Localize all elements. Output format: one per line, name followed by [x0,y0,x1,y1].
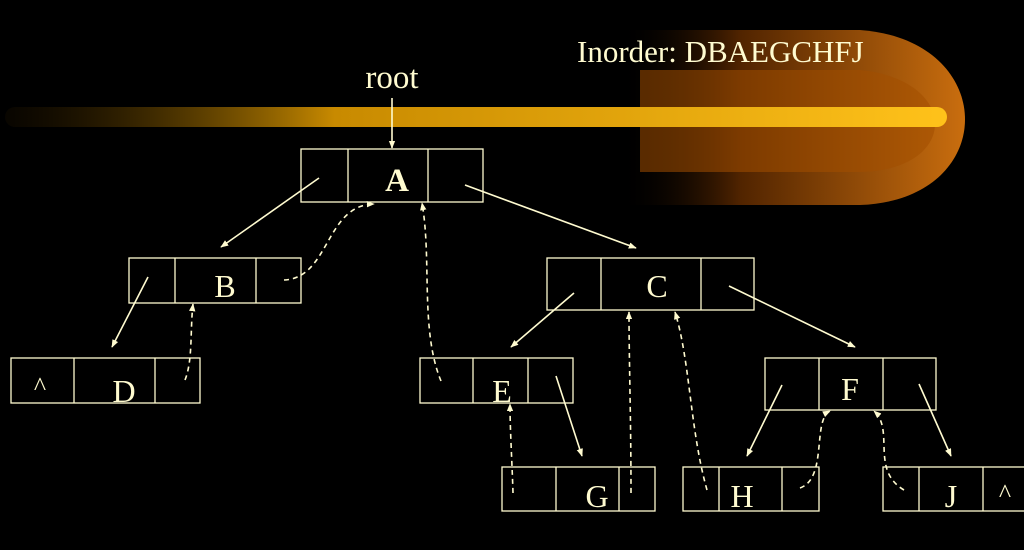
node-c: C [546,257,755,311]
node-b-value: B [214,268,235,304]
root-label: root [365,60,418,96]
node-f: F [764,357,937,411]
node-c-value: C [646,268,667,304]
thread-e-to-a [420,202,442,382]
pointer-f-to-j [918,383,952,457]
node-j: J ^ [882,466,1024,514]
node-a-value: A [385,163,409,199]
pointer-c-to-f [728,285,856,348]
decorative-banner [5,30,965,205]
node-j-value: J [945,478,957,514]
node-d: ^ D [10,357,201,409]
pointer-a-to-c [464,184,637,249]
thread-g-left-to-e [506,403,514,494]
thread-h-to-f [799,410,831,489]
node-j-right-null: ^ [999,479,1011,508]
thread-g-right-to-c [625,311,633,494]
banner-bar [5,107,947,127]
node-g-value: G [585,478,608,514]
node-h: H [682,466,820,514]
pointer-c-to-e [510,292,575,348]
thread-d-to-b [184,303,196,381]
thread-pointers [184,200,905,494]
node-g: G [501,466,656,514]
pointer-e-to-g [555,375,583,457]
thread-b-to-a [283,200,375,281]
inorder-label: Inorder: DBAEGCHFJ [577,34,864,69]
node-h-value: H [730,478,753,514]
node-e-value: E [492,373,512,409]
thread-h-to-c [674,311,708,491]
pointer-a-to-b [220,177,320,248]
node-f-value: F [841,371,859,407]
node-a: A [300,148,484,203]
node-b: B [128,257,302,304]
node-d-left-null: ^ [34,372,46,401]
pointer-f-to-h [746,384,783,457]
child-pointers [111,177,952,457]
node-d-value: D [112,373,135,409]
node-e: E [419,357,574,409]
pointer-b-to-d [111,276,149,348]
thread-j-to-f [873,410,905,491]
